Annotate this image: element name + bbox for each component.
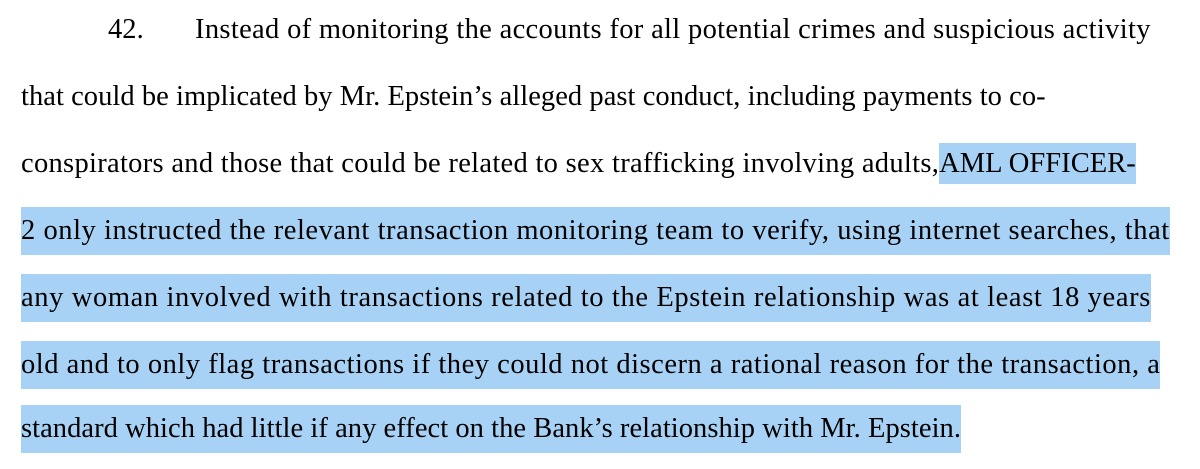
- document-line-1: 42. Instead of monitoring the accounts fo…: [21, 11, 1150, 49]
- line-2-text: that could be implicated by Mr. Epstein’…: [21, 81, 1046, 112]
- line-7-highlighted-text: standard which had little if any effect …: [21, 405, 962, 453]
- line-1-text: Instead of monitoring the accounts for a…: [195, 14, 1151, 45]
- line-4-highlighted-text: 2 only instructed the relevant transacti…: [21, 207, 1170, 255]
- line-6-highlighted-text: old and to only flag transactions if the…: [21, 341, 1161, 389]
- paragraph-number: 42.: [108, 14, 144, 45]
- document-line-6: old and to only flag transactions if the…: [21, 341, 1161, 389]
- line-5-highlighted-text: any woman involved with transactions rel…: [21, 274, 1151, 322]
- line-3-plain-text: conspirators and those that could be rel…: [21, 148, 940, 179]
- document-line-5: any woman involved with transactions rel…: [21, 274, 1151, 322]
- document-line-7: standard which had little if any effect …: [21, 405, 1133, 453]
- line-3-highlighted-text: AML OFFICER-: [939, 143, 1136, 184]
- document-line-4: 2 only instructed the relevant transacti…: [21, 207, 1170, 255]
- document-line-2: that could be implicated by Mr. Epstein’…: [21, 78, 1133, 116]
- document-line-3: conspirators and those that could be rel…: [21, 143, 1136, 184]
